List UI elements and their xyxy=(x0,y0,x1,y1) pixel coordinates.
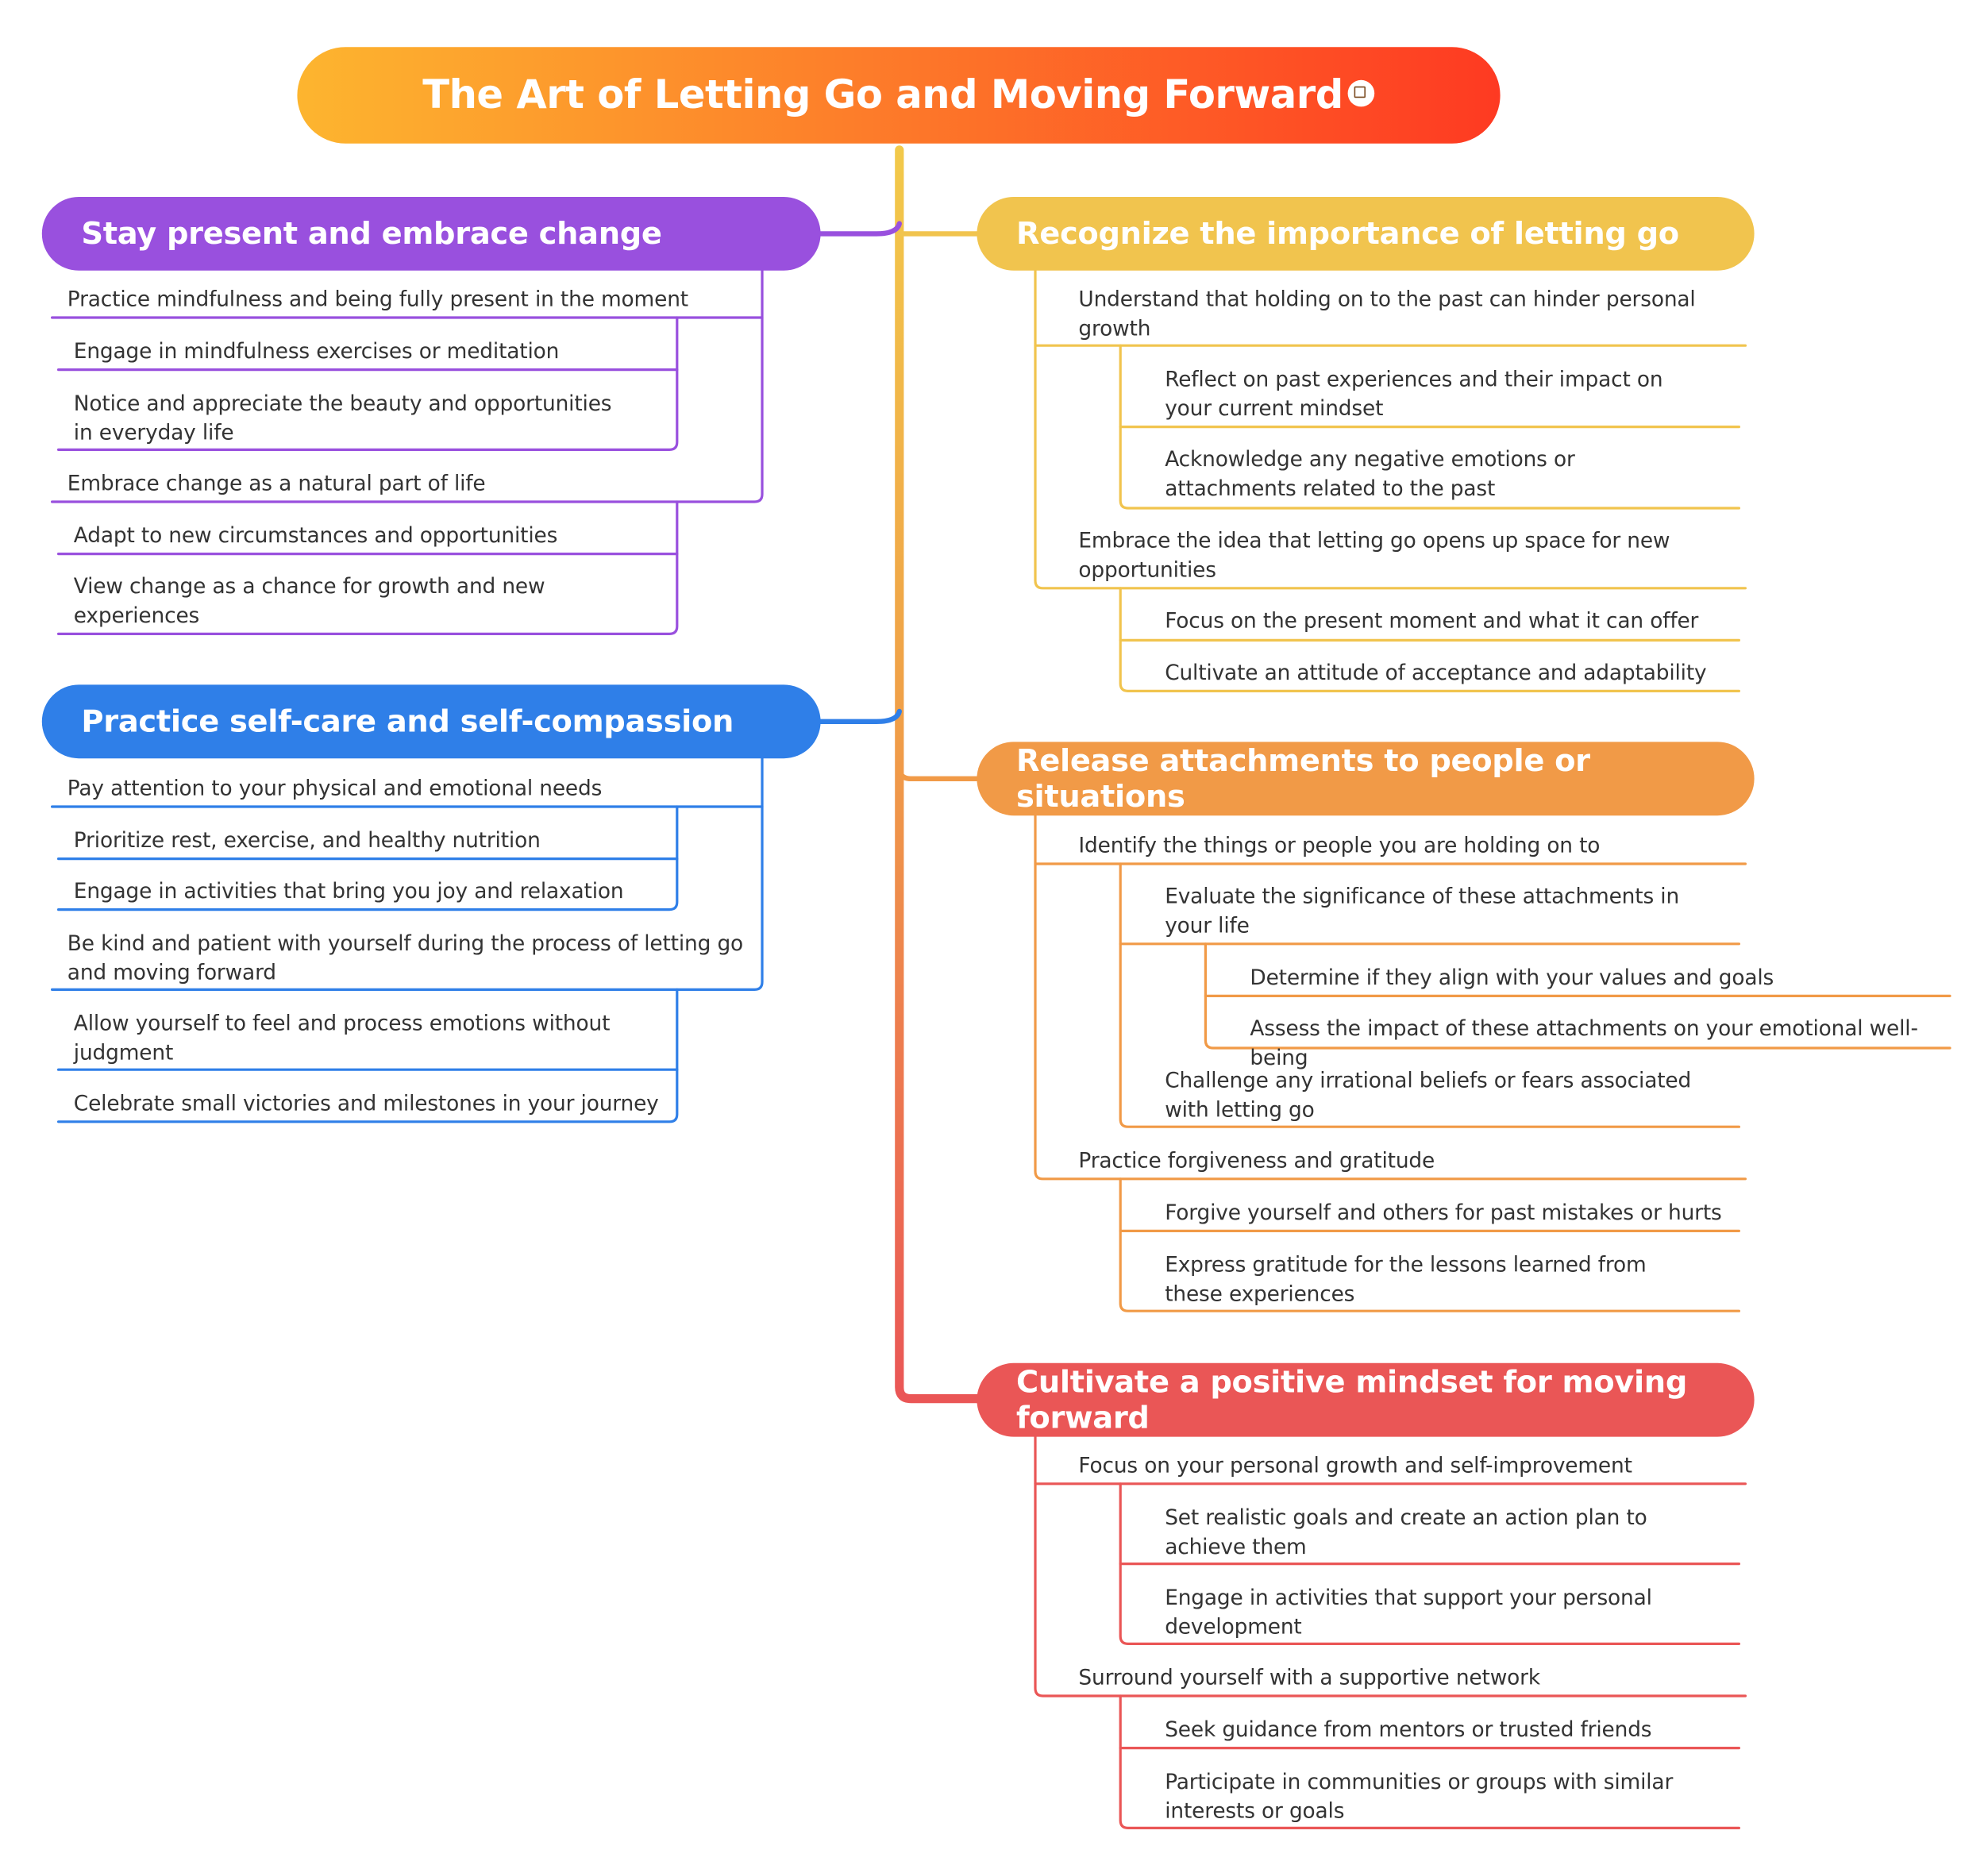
branch-title: Release attachments to people or situati… xyxy=(1016,743,1590,815)
topic-forgiveness-gratitude[interactable]: Practice forgiveness and gratitude xyxy=(1078,1148,1435,1173)
topic-letting-go-space[interactable]: Embrace the idea that letting go opens u… xyxy=(1078,528,1670,581)
topic-seek-guidance[interactable]: Seek guidance from mentors or trusted fr… xyxy=(1165,1717,1652,1742)
topic-rest-exercise[interactable]: Prioritize rest, exercise, and healthy n… xyxy=(73,828,541,853)
branch-self-care[interactable]: Practice self-care and self-compassion xyxy=(41,684,821,759)
branch-stay-present[interactable]: Stay present and embrace change xyxy=(41,197,821,271)
topic-adapt-circumstances[interactable]: Adapt to new circumstances and opportuni… xyxy=(73,523,558,548)
topic-mindfulness-exercises[interactable]: Engage in mindfulness exercises or medit… xyxy=(73,339,560,364)
topic-focus-present[interactable]: Focus on the present moment and what it … xyxy=(1165,608,1699,633)
topic-reflect-experiences[interactable]: Reflect on past experiences and their im… xyxy=(1165,367,1663,420)
topic-mindfulness-present[interactable]: Practice mindfulness and being fully pre… xyxy=(67,287,688,311)
topic-embrace-change[interactable]: Embrace change as a natural part of life xyxy=(67,471,486,495)
root-topic[interactable]: The Art of Letting Go and Moving Forward xyxy=(297,47,1501,144)
topic-celebrate-victories[interactable]: Celebrate small victories and milestones… xyxy=(73,1091,659,1116)
topic-personal-growth[interactable]: Focus on your personal growth and self-i… xyxy=(1078,1453,1632,1478)
topic-acceptance-adaptability[interactable]: Cultivate an attitude of acceptance and … xyxy=(1165,661,1707,685)
topic-change-growth[interactable]: View change as a chance for growth and n… xyxy=(73,574,545,627)
connector-release xyxy=(896,765,981,782)
topic-assess-impact[interactable]: Assess the impact of these attachments o… xyxy=(1250,1016,1918,1069)
root-title: The Art of Letting Go and Moving Forward xyxy=(422,72,1343,118)
branch-title: Practice self-care and self-compassion xyxy=(81,703,734,740)
topic-communities-groups[interactable]: Participate in communities or groups wit… xyxy=(1165,1769,1674,1823)
topic-supportive-network[interactable]: Surround yourself with a supportive netw… xyxy=(1078,1665,1540,1690)
topic-be-kind-patient[interactable]: Be kind and patient with yourself during… xyxy=(67,931,744,985)
topic-realistic-goals[interactable]: Set realistic goals and create an action… xyxy=(1165,1505,1647,1559)
topic-forgive-mistakes[interactable]: Forgive yourself and others for past mis… xyxy=(1165,1200,1722,1225)
topic-personal-development[interactable]: Engage in activities that support your p… xyxy=(1165,1585,1652,1639)
branch-recognize[interactable]: Recognize the importance of letting go xyxy=(977,197,1755,271)
branch-positive-mindset[interactable]: Cultivate a positive mindset for moving … xyxy=(977,1362,1755,1437)
branch-title: Recognize the importance of letting go xyxy=(1016,216,1679,252)
branch-title: Stay present and embrace change xyxy=(81,216,662,252)
connector-self-care xyxy=(815,708,903,725)
branch-release-attachments[interactable]: Release attachments to people or situati… xyxy=(977,742,1755,816)
topic-acknowledge-emotions[interactable]: Acknowledge any negative emotions or att… xyxy=(1165,447,1575,500)
topic-holding-past[interactable]: Understand that holding on to the past c… xyxy=(1078,287,1696,340)
topic-joy-relaxation[interactable]: Engage in activities that bring you joy … xyxy=(73,879,624,904)
topic-notice-beauty[interactable]: Notice and appreciate the beauty and opp… xyxy=(73,391,612,445)
connector-stay-present xyxy=(815,221,903,237)
topic-evaluate-significance[interactable]: Evaluate the significance of these attac… xyxy=(1165,884,1680,937)
note-icon[interactable] xyxy=(1348,79,1375,106)
topic-identify-holding[interactable]: Identify the things or people you are ho… xyxy=(1078,833,1601,857)
branch-title: Cultivate a positive mindset for moving … xyxy=(1016,1364,1687,1435)
trunk-line xyxy=(895,145,983,1404)
topic-express-gratitude[interactable]: Express gratitude for the lessons learne… xyxy=(1165,1252,1647,1305)
topic-feel-emotions[interactable]: Allow yourself to feel and process emoti… xyxy=(73,1011,611,1064)
topic-physical-emotional-needs[interactable]: Pay attention to your physical and emoti… xyxy=(67,776,603,800)
topic-align-values[interactable]: Determine if they align with your values… xyxy=(1250,965,1774,990)
topic-challenge-beliefs[interactable]: Challenge any irrational beliefs or fear… xyxy=(1165,1068,1692,1121)
